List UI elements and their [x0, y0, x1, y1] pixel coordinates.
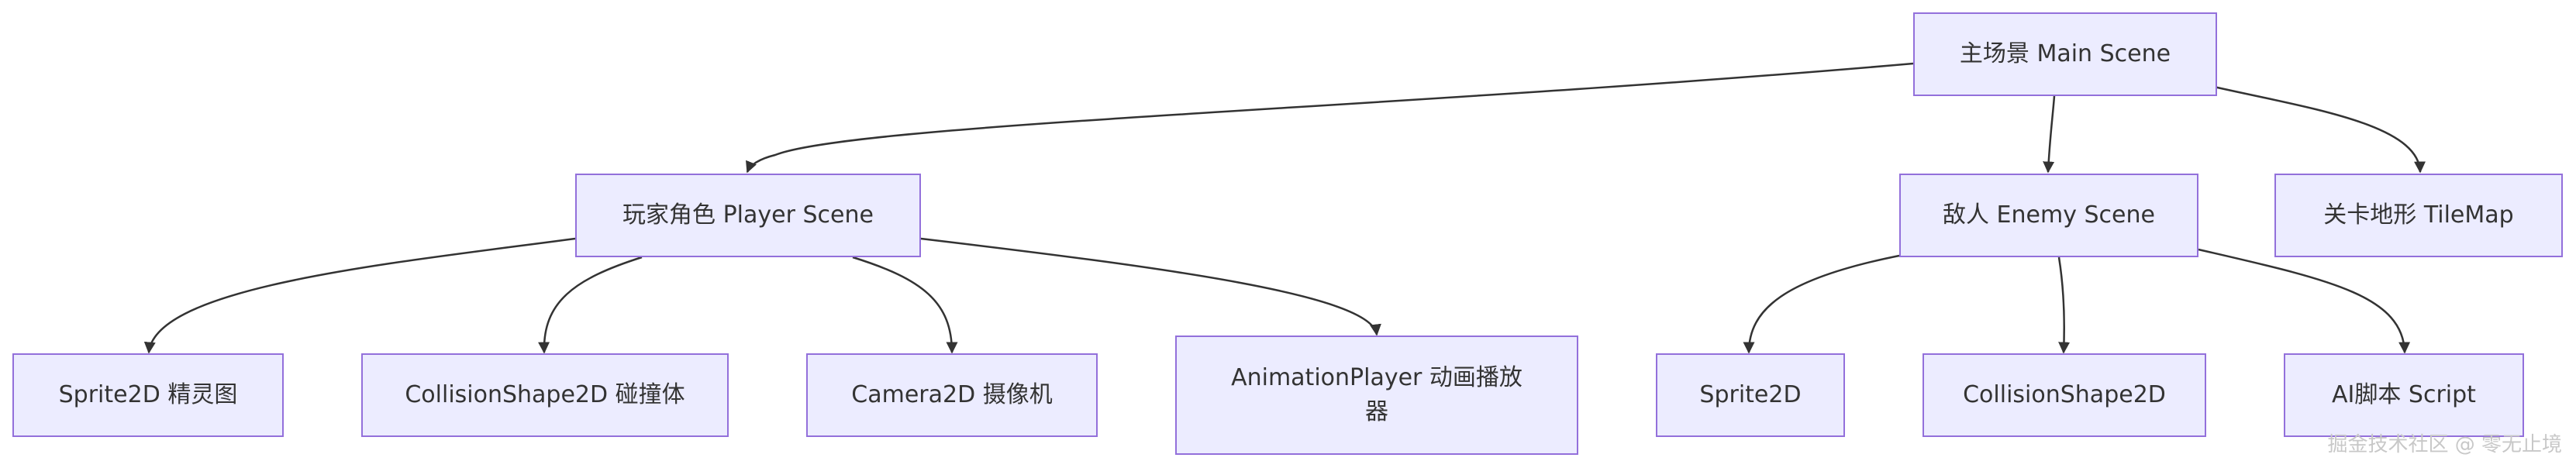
- node-label: 主场景 Main Scene: [1959, 40, 2171, 67]
- node-main-scene[interactable]: 主场景 Main Scene: [1913, 12, 2217, 96]
- node-enemy-ai-script[interactable]: AI脚本 Script: [2284, 353, 2524, 437]
- node-label: AI脚本 Script: [2332, 381, 2476, 408]
- node-player-camera[interactable]: Camera2D 摄像机: [806, 353, 1098, 437]
- node-label: CollisionShape2D: [1963, 381, 2166, 408]
- edge-enemy-ai: [2198, 248, 2411, 354]
- edge-player-collision: [538, 256, 643, 354]
- node-enemy-scene[interactable]: 敌人 Enemy Scene: [1899, 174, 2198, 257]
- node-player-scene[interactable]: 玩家角色 Player Scene: [575, 174, 921, 257]
- edge-player-anim: [920, 237, 1381, 336]
- edge-player-camera: [852, 256, 958, 354]
- node-label: Sprite2D 精灵图: [58, 381, 238, 408]
- edge-enemy-collision: [2057, 256, 2071, 354]
- node-label: AnimationPlayer 动画播放器: [1231, 364, 1522, 425]
- edge-main-player: [746, 62, 1914, 174]
- node-label: Camera2D 摄像机: [851, 381, 1053, 408]
- node-label: 敌人 Enemy Scene: [1943, 201, 2155, 229]
- node-label: Sprite2D: [1699, 381, 1802, 408]
- node-label: 关卡地形 TileMap: [2323, 201, 2514, 229]
- node-player-collision[interactable]: CollisionShape2D 碰撞体: [361, 353, 729, 437]
- node-enemy-collision[interactable]: CollisionShape2D: [1923, 353, 2206, 437]
- edge-player-sprite: [143, 237, 576, 354]
- node-player-sprite[interactable]: Sprite2D 精灵图: [12, 353, 284, 437]
- node-tilemap[interactable]: 关卡地形 TileMap: [2274, 174, 2563, 257]
- node-label: 玩家角色 Player Scene: [622, 201, 874, 229]
- node-player-animation[interactable]: AnimationPlayer 动画播放器: [1175, 336, 1578, 455]
- node-label: CollisionShape2D 碰撞体: [405, 381, 685, 408]
- watermark: 掘金技术社区 @ 零无止境: [2327, 433, 2562, 456]
- edge-main-tilemap: [2213, 85, 2426, 174]
- node-enemy-sprite[interactable]: Sprite2D: [1656, 353, 1845, 437]
- edge-main-enemy: [2043, 95, 2056, 174]
- edge-enemy-sprite: [1743, 254, 1900, 354]
